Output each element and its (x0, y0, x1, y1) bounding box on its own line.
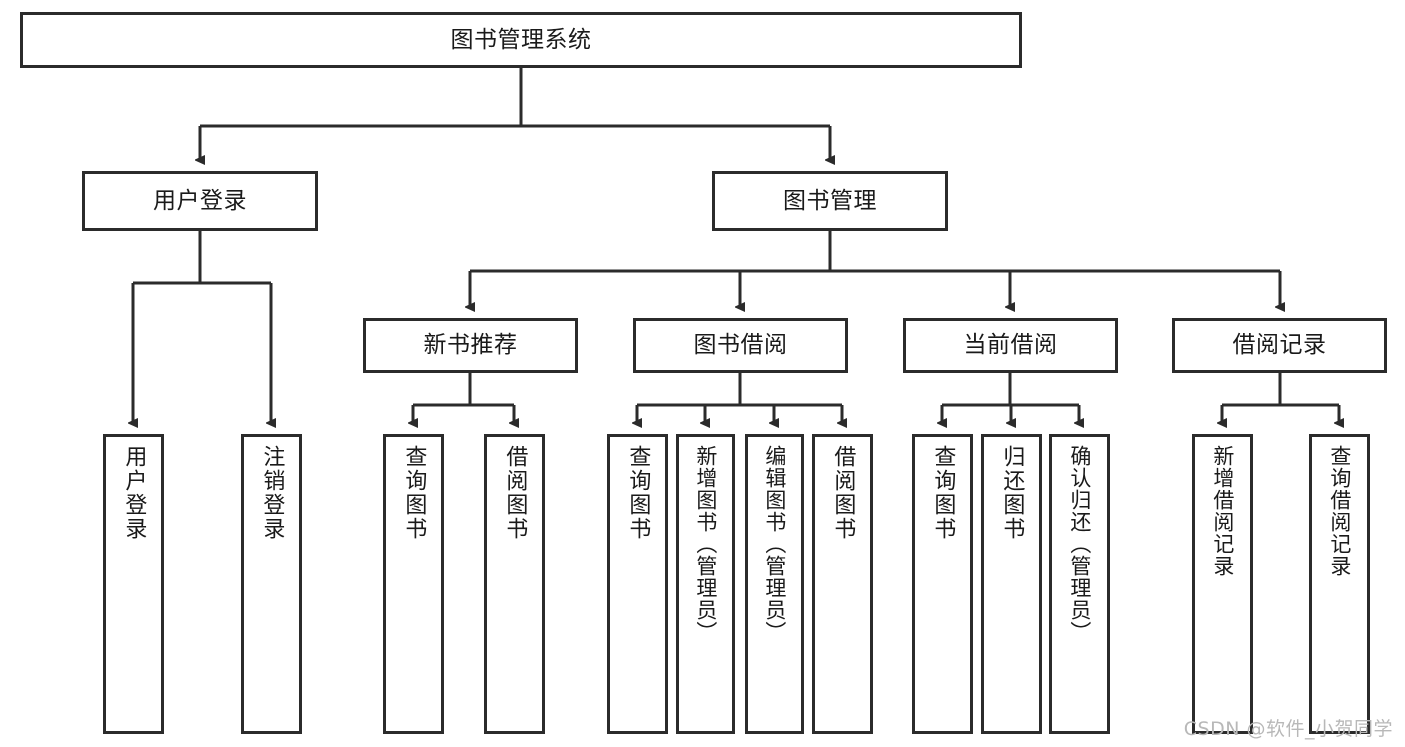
node-new-book-recommend[interactable]: 新书推荐 (363, 318, 578, 373)
leaf-user-login[interactable]: 用户登录 (103, 434, 164, 734)
leaf-bb-query-book[interactable]: 查询图书 (607, 434, 668, 734)
node-user-login-label: 用户登录 (153, 187, 247, 214)
leaf-nb-borrow-book[interactable]: 借阅图书 (484, 434, 545, 734)
leaf-bb-edit-book-admin[interactable]: 编辑图书（管理员） (745, 434, 804, 734)
node-book-borrow-label: 图书借阅 (693, 332, 788, 359)
node-new-book-recommend-label: 新书推荐 (423, 332, 518, 359)
node-current-borrow[interactable]: 当前借阅 (903, 318, 1118, 373)
leaf-nb-query-book[interactable]: 查询图书 (383, 434, 444, 734)
leaf-br-query-record-label: 查询借阅记录 (1327, 445, 1352, 577)
leaf-nb-query-book-label: 查询图书 (401, 445, 427, 541)
node-book-manage[interactable]: 图书管理 (712, 171, 948, 231)
leaf-nb-borrow-book-label: 借阅图书 (502, 445, 528, 541)
leaf-br-query-record[interactable]: 查询借阅记录 (1309, 434, 1370, 734)
leaf-user-login-label: 用户登录 (121, 445, 147, 541)
leaf-logout[interactable]: 注销登录 (241, 434, 302, 734)
leaf-br-add-record[interactable]: 新增借阅记录 (1192, 434, 1253, 734)
leaf-cb-query-book-label: 查询图书 (930, 445, 956, 541)
leaf-cb-confirm-return-admin[interactable]: 确认归还（管理员） (1049, 434, 1110, 734)
node-root[interactable]: 图书管理系统 (20, 12, 1022, 68)
leaf-cb-return-book[interactable]: 归还图书 (981, 434, 1042, 734)
leaf-bb-edit-book-admin-label: 编辑图书（管理员） (762, 445, 787, 643)
node-user-login[interactable]: 用户登录 (82, 171, 318, 231)
leaf-bb-borrow-book-label: 借阅图书 (830, 445, 856, 541)
leaf-bb-query-book-label: 查询图书 (625, 445, 651, 541)
node-root-label: 图书管理系统 (450, 26, 592, 53)
leaf-bb-borrow-book[interactable]: 借阅图书 (812, 434, 873, 734)
node-current-borrow-label: 当前借阅 (963, 332, 1058, 359)
watermark: CSDN @软件_小贺同学 (1183, 718, 1393, 740)
leaf-br-add-record-label: 新增借阅记录 (1210, 445, 1235, 577)
node-book-borrow[interactable]: 图书借阅 (633, 318, 848, 373)
leaf-cb-return-book-label: 归还图书 (999, 445, 1025, 541)
leaf-logout-label: 注销登录 (259, 445, 285, 541)
leaf-bb-add-book-admin-label: 新增图书（管理员） (693, 445, 718, 643)
node-book-manage-label: 图书管理 (783, 187, 877, 214)
leaf-bb-add-book-admin[interactable]: 新增图书（管理员） (676, 434, 735, 734)
node-borrow-record[interactable]: 借阅记录 (1172, 318, 1387, 373)
leaf-cb-confirm-return-admin-label: 确认归还（管理员） (1067, 445, 1092, 643)
leaf-cb-query-book[interactable]: 查询图书 (912, 434, 973, 734)
node-borrow-record-label: 借阅记录 (1232, 332, 1327, 359)
